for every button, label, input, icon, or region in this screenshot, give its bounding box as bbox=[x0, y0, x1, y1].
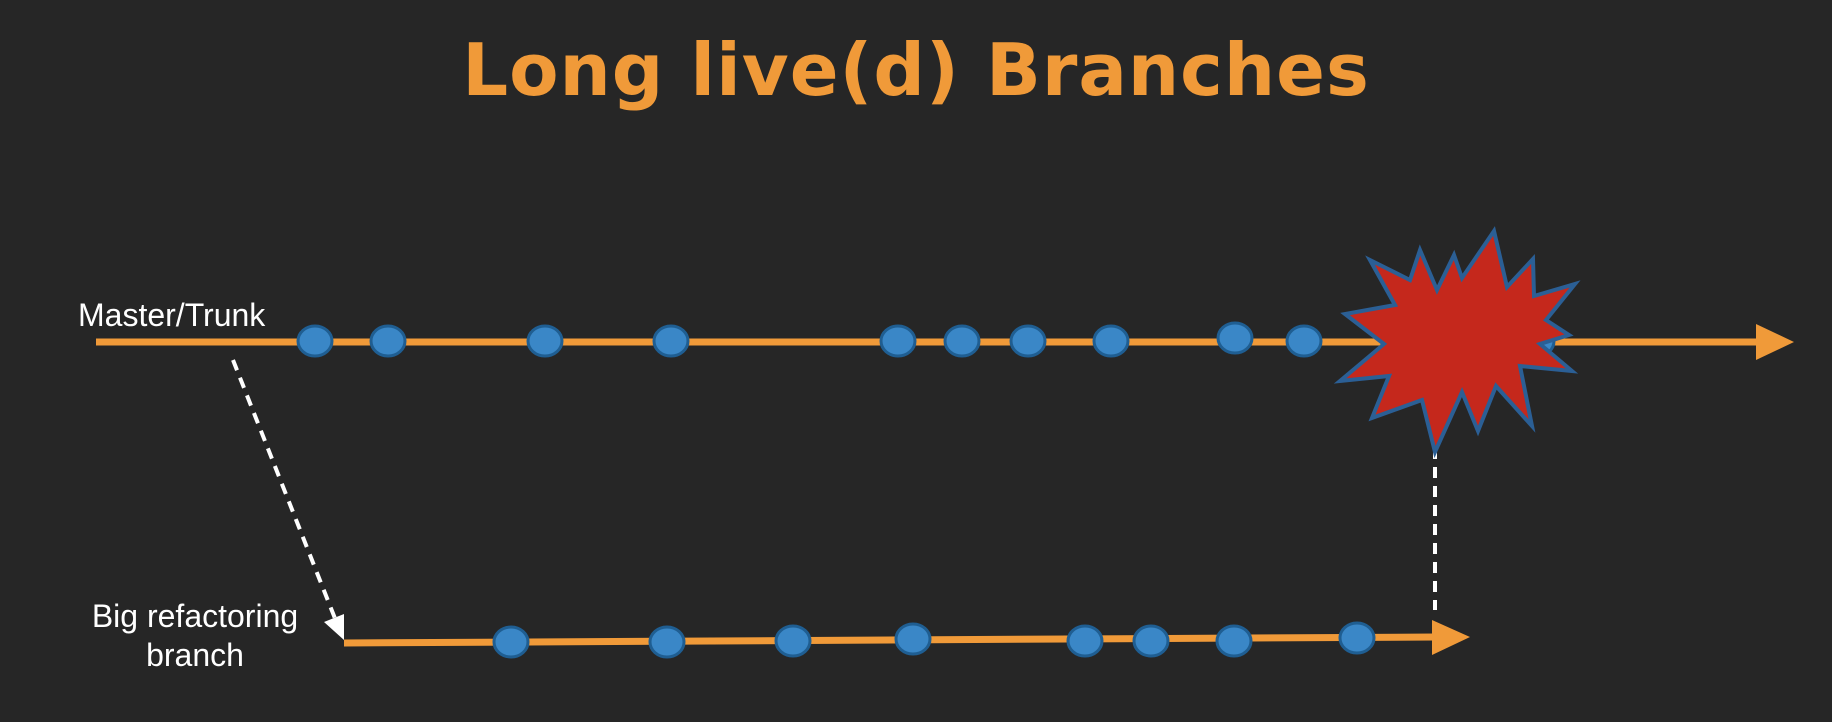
master-commit bbox=[1216, 321, 1254, 355]
branch-commit bbox=[492, 625, 530, 659]
master-commit bbox=[1009, 324, 1047, 358]
master-commit bbox=[526, 324, 564, 358]
branch-commit bbox=[894, 622, 932, 656]
branch-off-arrowhead bbox=[324, 614, 344, 640]
master-commit bbox=[369, 324, 407, 358]
branch-commit bbox=[1132, 624, 1170, 658]
master-commit bbox=[879, 324, 917, 358]
branch-commit bbox=[1215, 624, 1253, 658]
branch-commit bbox=[774, 624, 812, 658]
refactoring-branch-arrowhead bbox=[1432, 620, 1470, 655]
branch-off-dashed-arrow bbox=[231, 359, 338, 622]
master-commit bbox=[1285, 324, 1323, 358]
explosion-icon bbox=[1333, 226, 1581, 459]
master-trunk-label: Master/Trunk bbox=[78, 297, 266, 333]
master-commit bbox=[1092, 324, 1130, 358]
master-trunk-arrowhead bbox=[1756, 324, 1794, 360]
master-commit bbox=[943, 324, 981, 358]
master-commit bbox=[652, 324, 690, 358]
page-title: Long live(d) Branches bbox=[462, 28, 1370, 112]
refactoring-branch-label: Big refactoring branch bbox=[91, 598, 299, 673]
master-commit bbox=[296, 324, 334, 358]
branch-commit bbox=[648, 625, 686, 659]
branch-commit bbox=[1066, 624, 1104, 658]
branch-commit bbox=[1338, 621, 1376, 655]
